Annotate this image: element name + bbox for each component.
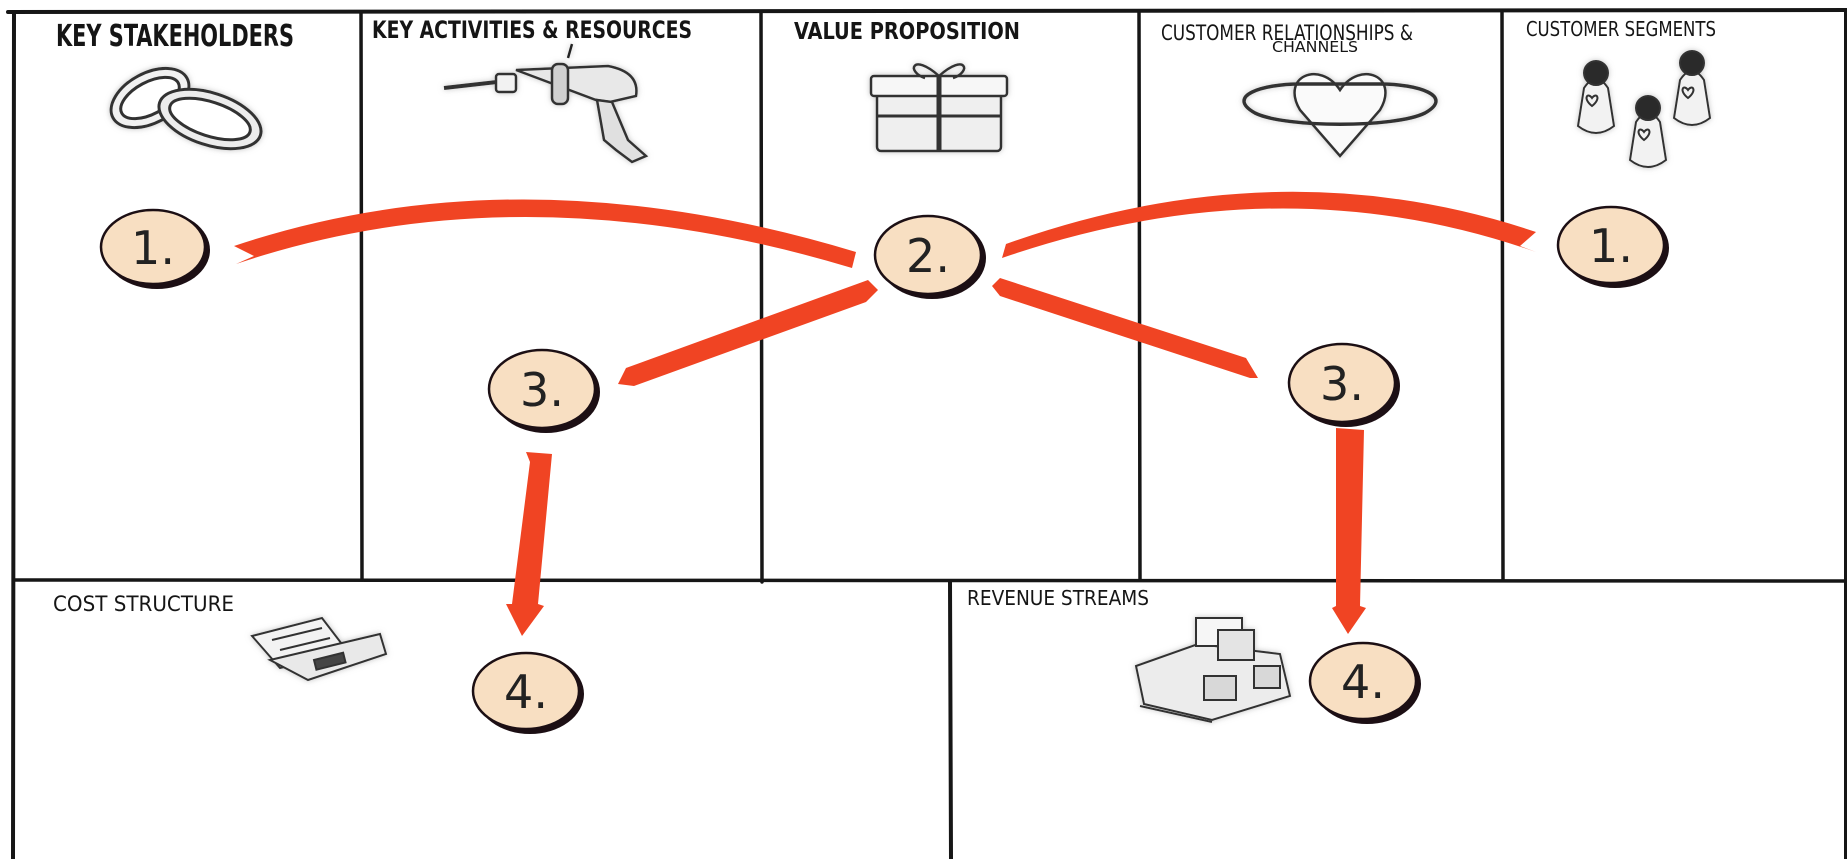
step-segments: 1. [1556, 205, 1669, 288]
bottom-divider [948, 580, 953, 859]
top-border [6, 8, 1847, 14]
arrow-1-to-2 [234, 199, 856, 268]
step-costs-label: 4. [504, 665, 548, 719]
customer-relationships-title: CUSTOMER RELATIONSHIPS & [1161, 21, 1413, 45]
key-activities-title: KEY ACTIVITIES & RESOURCES [372, 16, 692, 44]
step-relationships-label: 3. [1320, 357, 1364, 411]
flow-arrows [234, 191, 1536, 636]
bill-icon [250, 616, 388, 682]
divider-3 [1137, 10, 1142, 582]
divider-4 [1500, 10, 1505, 582]
gift-icon [869, 63, 1009, 153]
arrow-2-to-3-left [618, 280, 878, 386]
value-proposition-title: VALUE PROPOSITION [794, 19, 1020, 45]
revenue-streams-title: REVENUE STREAMS [967, 586, 1149, 610]
step-segments-label: 1. [1589, 219, 1633, 273]
step-stakeholders: 1. [99, 208, 210, 289]
cost-structure-title: COST STRUCTURE [53, 592, 234, 616]
wedding-rings-icon [109, 66, 263, 151]
arrow-2-to-3-right [992, 278, 1258, 378]
cash-register-icon [1134, 617, 1292, 723]
arrow-3-to-4-left [506, 452, 552, 636]
horizontal-divider [12, 578, 1847, 583]
customers-icon [1576, 50, 1712, 168]
canvas-grid [6, 8, 1847, 859]
step-relationships: 3. [1287, 342, 1400, 427]
left-border [11, 10, 16, 859]
drill-icon [443, 43, 649, 164]
step-activities-label: 3. [520, 363, 564, 417]
customer-segments-title: CUSTOMER SEGMENTS [1526, 17, 1716, 41]
step-stakeholders-label: 1. [131, 221, 175, 275]
step-revenue: 4. [1308, 641, 1421, 724]
step-revenue-label: 4. [1341, 655, 1385, 709]
step-activities: 3. [487, 348, 600, 433]
divider-1 [359, 10, 364, 582]
key-stakeholders-title: KEY STAKEHOLDERS [56, 19, 294, 54]
step-value-label: 2. [906, 229, 950, 283]
customer-relationships-title-line2: CHANNELS [1272, 38, 1358, 56]
divider-2 [759, 10, 764, 584]
heart-icon [1242, 72, 1438, 158]
arrow-1r-to-2 [1002, 191, 1536, 258]
step-costs: 4. [471, 651, 584, 734]
arrow-3-to-4-right [1332, 428, 1366, 634]
step-value: 2. [873, 214, 986, 299]
